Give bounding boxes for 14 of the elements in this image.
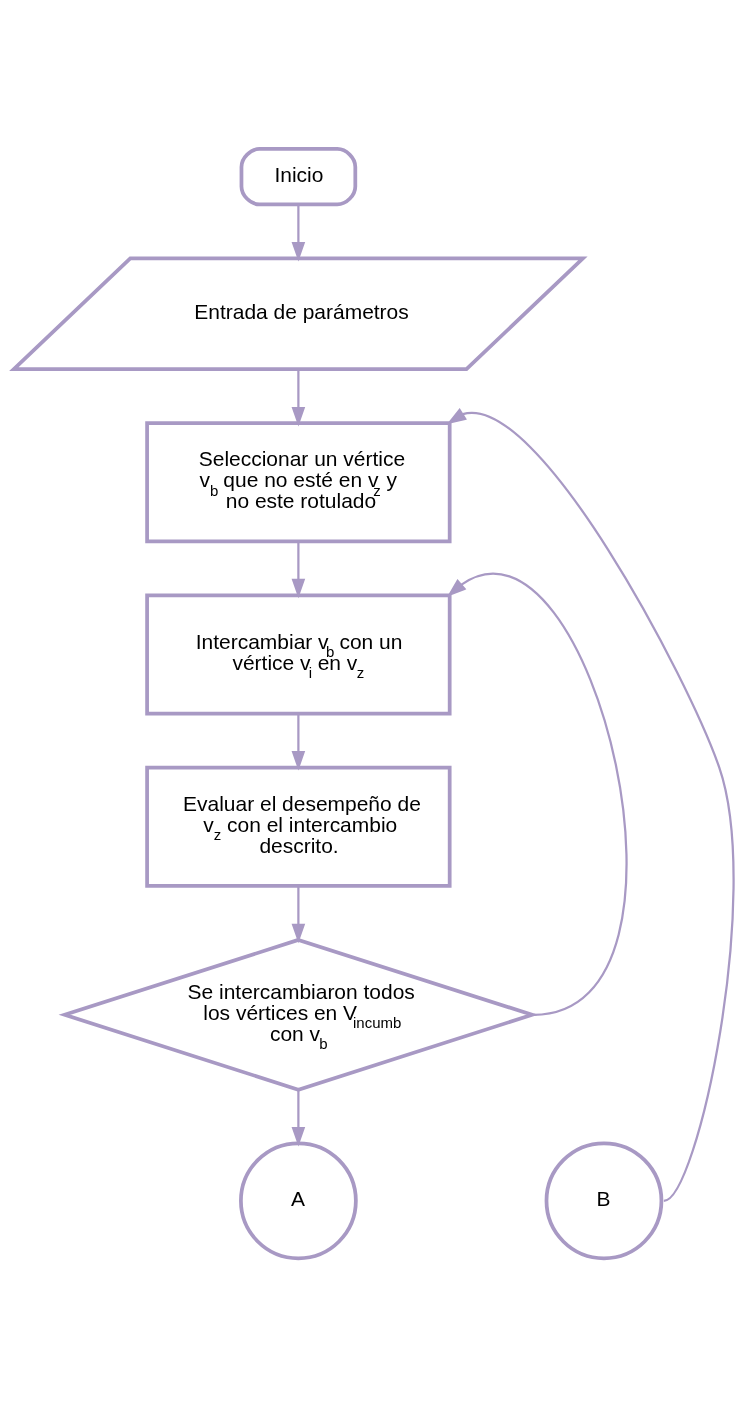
arrow: [446, 407, 735, 1202]
arrow: [291, 713, 306, 771]
arrow: [291, 541, 306, 598]
node-box: Intercambiar v$_{b}$ con un vértice v$_{i}$ en v$_{z}$: [145, 593, 452, 716]
arrow: [291, 368, 306, 426]
node-circle: B: [544, 1140, 664, 1260]
node-circle: A: [239, 1140, 358, 1260]
node-box: Evaluar el desempeño de v$_{z}$ con el intercambio descrito.: [145, 765, 452, 888]
node-box: Inicio: [239, 146, 358, 206]
arrow: [447, 572, 628, 1016]
arrow: [291, 1089, 306, 1147]
node-box: Seleccionar un vértice v$_{b}$ que no esté en v$_{z}$ y no este rotulado: [145, 420, 452, 543]
arrow: [291, 885, 306, 943]
arrow: [291, 204, 306, 262]
